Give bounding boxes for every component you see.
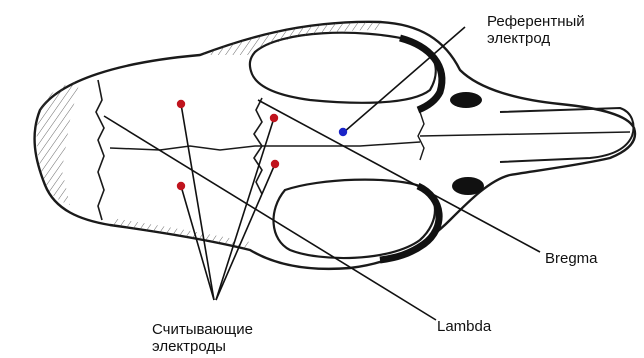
reading-electrode-1 [177,100,185,108]
lower-orbit-rim [380,186,439,260]
hatched-upper [200,22,380,55]
bregma-label: Bregma [545,250,598,267]
lower-nostril-blob [452,177,484,195]
reading-electrodes-label: Считывающие электроды [152,321,253,355]
hatched-rim-left [37,80,80,205]
reading-electrodes-label-line-2: электроды [152,338,253,355]
lambda-label: Lambda [437,318,491,335]
reading-electrode-3 [271,160,279,168]
pointer-read-4 [216,164,275,300]
lambdoid-suture [96,80,104,220]
upper-nostril-blob [450,92,482,108]
pointer-bregma [258,100,540,252]
reference-electrode-label: Референтный электрод [487,13,585,47]
reference-electrode [339,128,347,136]
reading-electrodes-label-line-1: Считывающие [152,321,253,338]
lower-orbit [274,180,435,258]
reading-electrode-4 [177,182,185,190]
pointer-read-3 [216,118,274,300]
nasal-suture [420,132,630,136]
reading-electrode-2 [270,114,278,122]
reference-electrode-label-line-1: Референтный [487,13,585,30]
reference-electrode-label-line-2: электрод [487,30,585,47]
pointer-lines [104,27,540,320]
rostrum [500,108,634,162]
